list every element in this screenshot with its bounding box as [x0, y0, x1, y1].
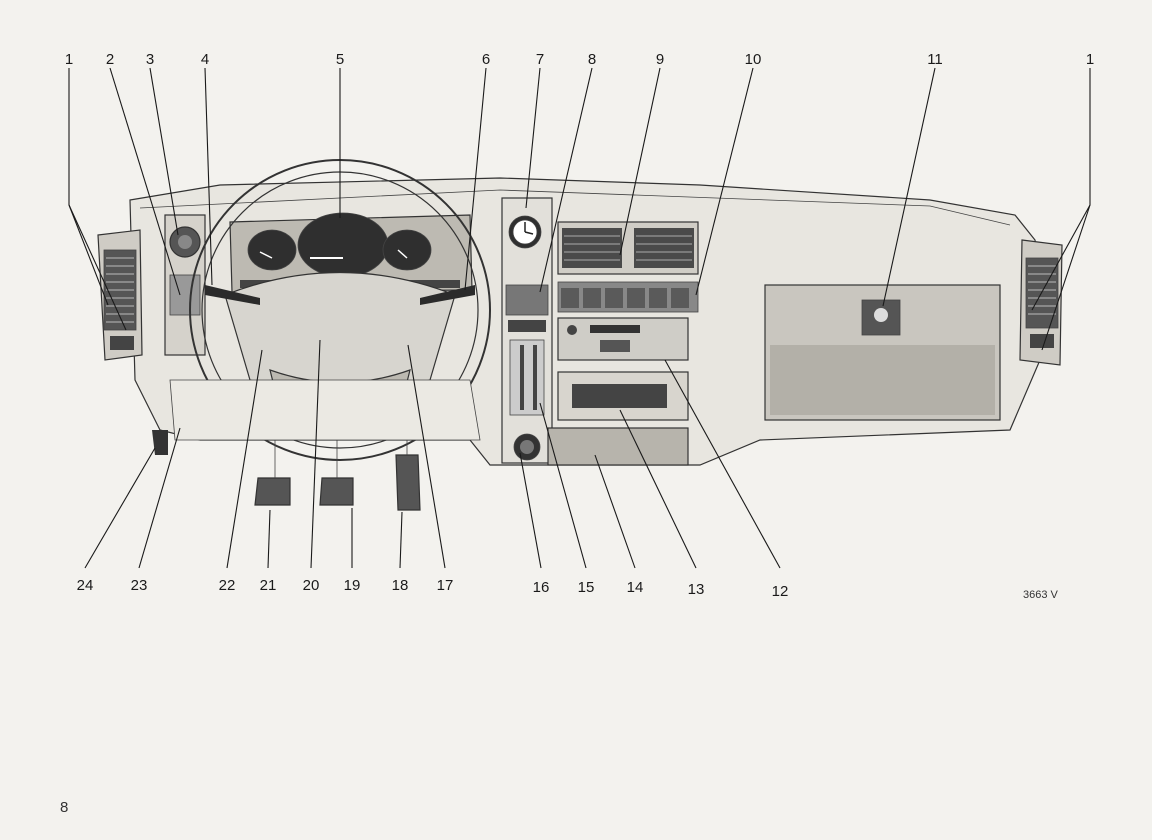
callout-4: 4 [201, 51, 209, 68]
radio-unit [558, 318, 688, 360]
switch-bank [558, 282, 698, 312]
callout-15: 15 [578, 579, 595, 596]
callout-14: 14 [627, 579, 644, 596]
bonnet-release-lever [152, 430, 168, 455]
callout-19: 19 [344, 577, 361, 594]
accelerator-pedal [396, 455, 420, 510]
callout-23: 23 [131, 577, 148, 594]
callout-10: 10 [745, 51, 762, 68]
callout-3: 3 [146, 51, 154, 68]
central-vents [558, 222, 698, 274]
callout-20: 20 [303, 577, 320, 594]
callout-1-left: 1 [65, 51, 73, 68]
heater-control [558, 372, 688, 420]
callout-8: 8 [588, 51, 596, 68]
right-side-vent [1020, 240, 1062, 365]
callout-2: 2 [106, 51, 114, 68]
light-switch-panel [165, 215, 205, 355]
callout-24: 24 [77, 577, 94, 594]
callout-12: 12 [772, 583, 789, 600]
callout-7: 7 [536, 51, 544, 68]
knee-panel [170, 380, 480, 440]
callout-17: 17 [437, 577, 454, 594]
callout-18: 18 [392, 577, 409, 594]
center-console [502, 198, 552, 463]
callout-9: 9 [656, 51, 664, 68]
page-number: 8 [60, 799, 68, 816]
callout-5: 5 [336, 51, 344, 68]
clutch-pedal [255, 478, 290, 505]
callout-13: 13 [688, 581, 705, 598]
figure-code: 3663 V [1023, 589, 1058, 601]
callout-6: 6 [482, 51, 490, 68]
brake-pedal [320, 478, 353, 505]
callout-16: 16 [533, 579, 550, 596]
callout-22: 22 [219, 577, 236, 594]
storage-tray [548, 428, 688, 465]
callout-1-right: 1 [1086, 51, 1094, 68]
callout-11: 11 [927, 51, 943, 68]
glovebox [765, 285, 1000, 420]
callout-21: 21 [260, 577, 277, 594]
